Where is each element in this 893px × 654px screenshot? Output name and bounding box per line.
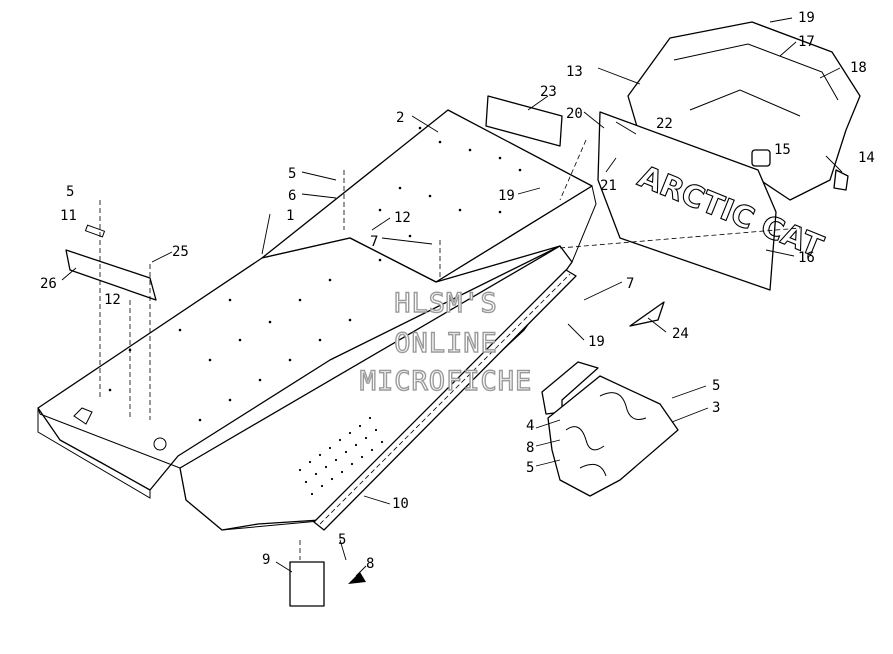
callout-labels: 19 17 18 13 23 20 22 2 15 14 5 6 19 21 5… [40, 10, 875, 572]
callout-19: 19 [498, 188, 515, 204]
callout-15: 15 [774, 142, 791, 158]
tunnel-part [37, 109, 597, 531]
callout-22: 22 [656, 116, 673, 132]
callout-20: 20 [566, 106, 583, 122]
callout-23: 23 [540, 84, 557, 100]
callout-2: 2 [396, 110, 404, 126]
watermark-line-2: ONLINE [394, 328, 498, 359]
callout-26: 26 [40, 276, 57, 292]
callout-5: 5 [526, 460, 534, 476]
callout-4: 4 [526, 418, 534, 434]
callout-10: 10 [392, 496, 409, 512]
callout-11: 11 [60, 208, 77, 224]
callout-25: 25 [172, 244, 189, 260]
callout-12: 12 [104, 292, 121, 308]
rivet-holes [108, 126, 522, 422]
vent-perforations [298, 416, 384, 496]
callout-leaders [61, 17, 843, 577]
rear-snow-flap [597, 111, 777, 291]
callout-19: 19 [588, 334, 605, 350]
watermark-line-3: MICROFICHE [360, 366, 533, 397]
watermark: HLSM'S ONLINE MICROFICHE [359, 287, 533, 397]
callout-12: 12 [394, 210, 411, 226]
callout-18: 18 [850, 60, 867, 76]
callout-5: 5 [338, 532, 346, 548]
callout-1: 1 [286, 208, 294, 224]
callout-21: 21 [600, 178, 617, 194]
watermark-line-1: HLSM'S [394, 288, 498, 319]
callout-13: 13 [566, 64, 583, 80]
callout-6: 6 [288, 188, 296, 204]
callout-5: 5 [288, 166, 296, 182]
callout-24: 24 [672, 326, 689, 342]
callout-8: 8 [526, 440, 534, 456]
callout-14: 14 [858, 150, 875, 166]
callout-7: 7 [370, 234, 378, 250]
snow-flap-lower [547, 375, 679, 497]
callout-5: 5 [66, 184, 74, 200]
snowflap-bracket-part [541, 361, 679, 497]
small-parts [65, 95, 801, 607]
callout-19: 19 [798, 10, 815, 26]
callout-9: 9 [262, 552, 270, 568]
callout-16: 16 [798, 250, 815, 266]
rear-bumper-part: ARCTIC CAT [597, 21, 861, 291]
callout-8: 8 [366, 556, 374, 572]
callout-17: 17 [798, 34, 815, 50]
callout-7: 7 [626, 276, 634, 292]
slide-rail-part [313, 269, 577, 531]
tunnel-top-panel [37, 237, 561, 491]
callout-5: 5 [712, 378, 720, 394]
callout-3: 3 [712, 400, 720, 416]
